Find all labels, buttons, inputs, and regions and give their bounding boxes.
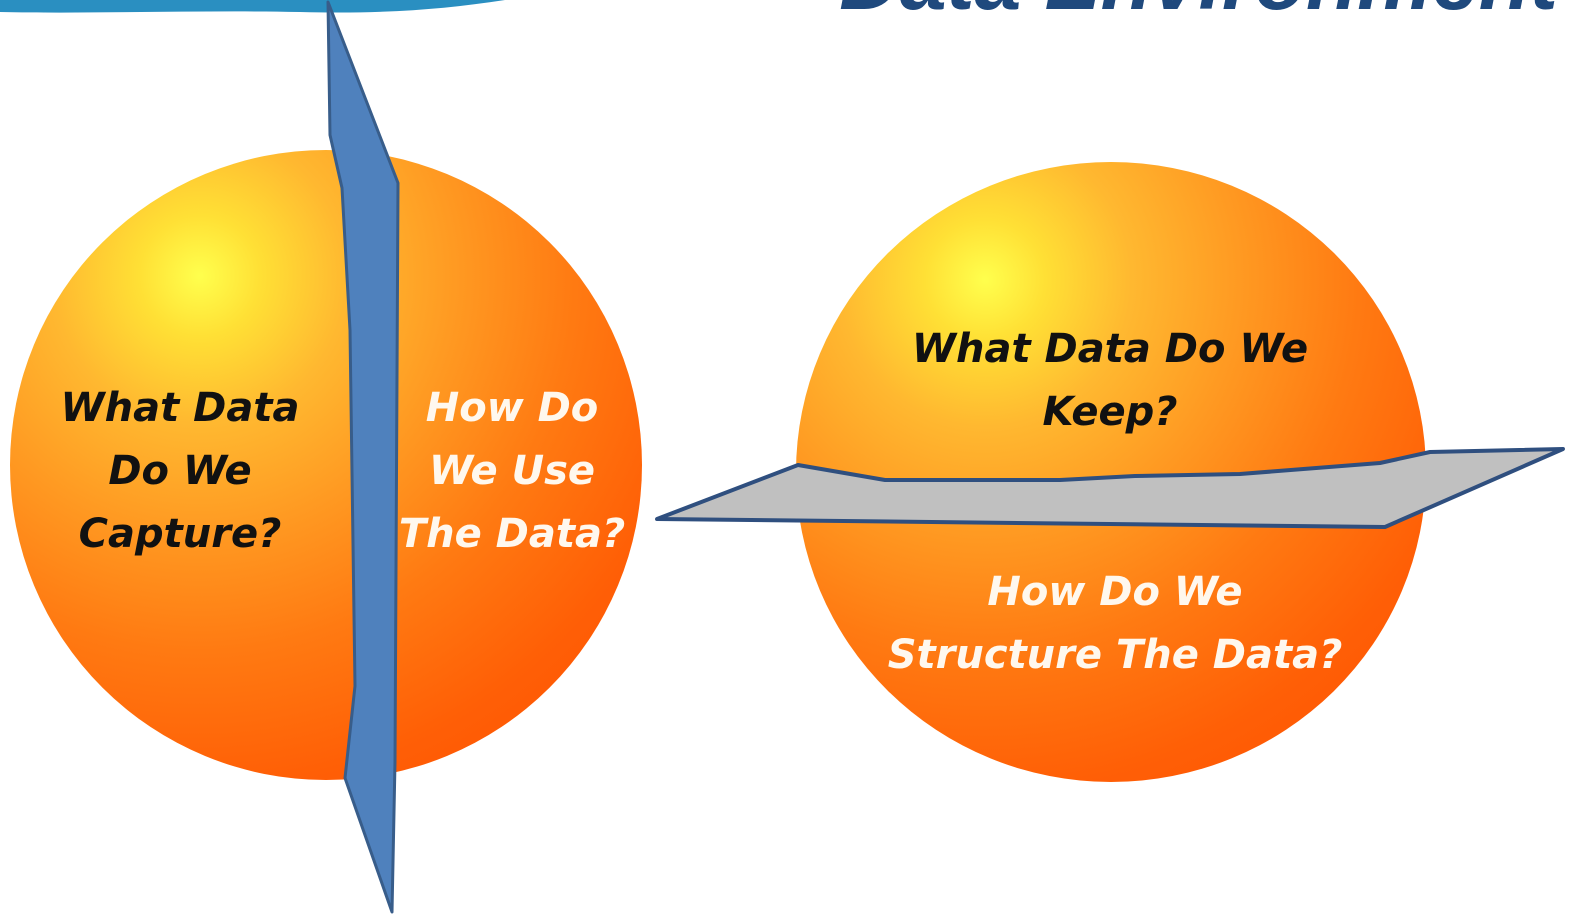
slide-title: Data Environment — [839, 0, 1558, 22]
horizontal-plane — [655, 447, 1565, 529]
question-capture: What Data Do We Capture? — [60, 385, 300, 557]
header-corner-band — [0, 0, 505, 13]
left-sphere — [10, 150, 642, 780]
vertical-plane — [326, 0, 400, 914]
question-keep: What Data Do We Keep? — [911, 326, 1309, 435]
question-structure: How Do We Structure The Data? — [887, 569, 1343, 678]
question-use: How Do We Use The Data? — [398, 385, 626, 557]
